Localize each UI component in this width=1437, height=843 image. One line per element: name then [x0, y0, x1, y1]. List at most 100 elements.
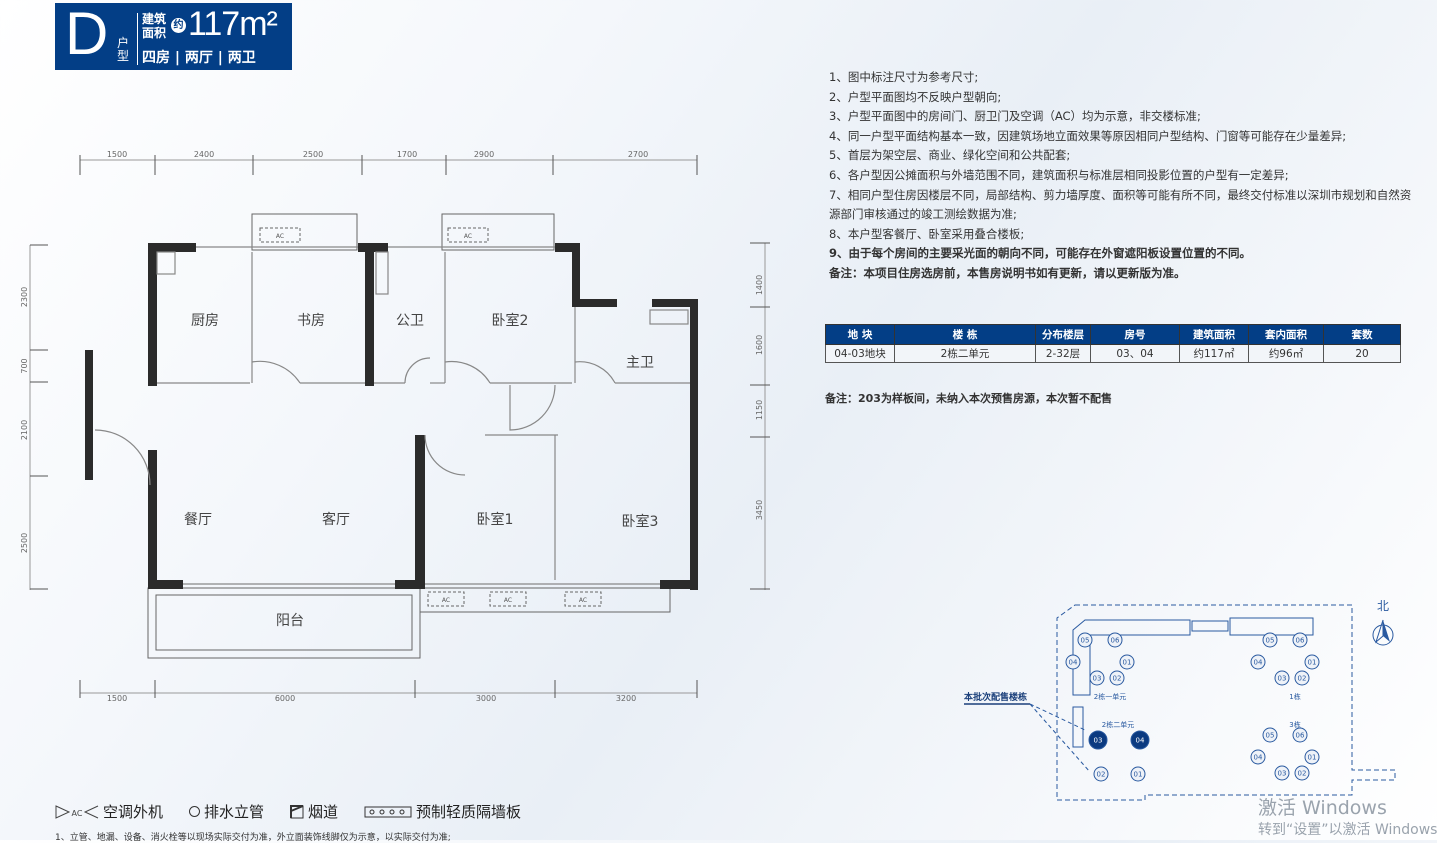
area-value: 117m²	[188, 5, 278, 43]
unit-marker	[1292, 632, 1308, 648]
ac-platform	[441, 213, 555, 251]
dim-left-3: 2100	[20, 420, 29, 440]
note-item: 9、由于每个房间的主要采光面的朝向不同，可能存在外窗遮阳板设置位置的不同。	[829, 246, 1251, 261]
unit-number: 06	[1296, 637, 1305, 645]
unit-number: 03	[1278, 770, 1287, 778]
drain-pipe-icon	[189, 806, 201, 817]
building-3-label: 3栋	[1289, 720, 1300, 729]
room-bedroom1: 卧室1	[477, 511, 514, 528]
unit-marker	[1077, 632, 1093, 648]
table-remark: 备注：203为样板间，未纳入本次预售房源，本次暂不配售	[825, 392, 1112, 405]
svg-text:AC: AC	[72, 809, 83, 818]
room-study: 书房	[297, 313, 325, 329]
note-item: 5、首层为架空层、商业、绿化空间和公共配套;	[829, 148, 1071, 163]
site-boundary	[1056, 604, 1396, 801]
unit-marker	[1130, 766, 1146, 782]
unit-marker	[1304, 654, 1320, 670]
ac-label: AC	[442, 597, 450, 604]
unit-number: 01	[1308, 659, 1317, 667]
unit-marker	[1109, 670, 1125, 686]
cell: 约96㎡	[1248, 344, 1324, 363]
unit-marker	[1130, 730, 1150, 750]
room-dining: 餐厅	[184, 512, 212, 528]
unit-marker	[1294, 670, 1310, 686]
unit-number: 05	[1266, 732, 1275, 740]
notes-list: 1、图中标注尺寸为参考尺寸; 2、户型平面图均不反映户型朝向; 3、户型平面图中…	[829, 68, 1429, 284]
unit-number: 04	[1254, 754, 1263, 762]
dim-top-2: 2400	[194, 150, 214, 159]
dim-right-3: 1150	[755, 400, 764, 420]
unit-number: 01	[1308, 754, 1317, 762]
dim-top-6: 2700	[628, 150, 648, 159]
walls	[85, 243, 698, 590]
unit-number: 02	[1113, 675, 1122, 683]
unit-marker	[1089, 670, 1105, 686]
note-item: 6、各户型因公摊面积与外墙范围不同，建筑面积与标准层相同投影位置的户型有一定差异…	[829, 167, 1289, 182]
unit-number: 06	[1111, 637, 1120, 645]
partition-wall-icon	[364, 806, 412, 817]
room-config: 四房 | 两厅 | 两卫	[142, 50, 256, 66]
col-header: 套内面积	[1248, 324, 1324, 345]
note-item: 2、户型平面图均不反映户型朝向;	[829, 89, 1002, 104]
callout-label: 本批次配售楼栋	[964, 691, 1027, 703]
building-2-unit1-label: 2栋一单元	[1094, 692, 1126, 701]
dim-right-1: 1400	[755, 275, 764, 295]
unit-number: 03	[1093, 675, 1102, 683]
unit-marker	[1065, 654, 1081, 670]
note-item: 1、图中标注尺寸为参考尺寸;	[829, 70, 979, 84]
dim-left-2: 700	[20, 358, 29, 373]
dim-bottom-2: 6000	[275, 694, 295, 703]
unit-marker	[1292, 727, 1308, 743]
note-item: 8、本户型客餐厅、卧室采用叠合楼板;	[829, 226, 1025, 241]
unit-number: 02	[1298, 770, 1307, 778]
room-balcony: 阳台	[276, 613, 304, 629]
area-label: 建筑面积	[142, 12, 167, 40]
unit-number: 04	[1254, 659, 1263, 667]
cell: 约117㎡	[1179, 344, 1249, 363]
dim-bottom-3: 3000	[476, 694, 496, 703]
room-living: 客厅	[322, 511, 350, 528]
unit-number: 02	[1097, 771, 1106, 779]
unit-marker	[1088, 730, 1108, 750]
unit-number: 03	[1094, 737, 1103, 745]
unit-type-label: 户型	[117, 36, 130, 63]
legend-drain-label: 排水立管	[204, 803, 265, 821]
cell: 2栋二单元	[894, 344, 1036, 363]
unit-letter: D	[65, 0, 109, 67]
unit-number: 04	[1136, 737, 1145, 745]
note-item: 7、相同户型住房因楼层不同，局部结构、剪力墙厚度、面积等可能有所不同，最终交付标…	[829, 187, 1412, 202]
dimension-lines	[29, 155, 770, 698]
north-label: 北	[1377, 599, 1389, 613]
unit-marker	[1250, 749, 1266, 765]
unit-header-badge: D 户型 建筑面积 约 117m² 四房 | 两厅 | 两卫	[55, 0, 292, 70]
ac-platform	[419, 587, 671, 613]
legend-ac-label: 空调外机	[103, 803, 164, 821]
dim-right-4: 3450	[755, 500, 764, 520]
room-master-bath: 主卫	[626, 355, 654, 371]
dim-right-2: 1600	[755, 335, 764, 355]
legend-flue-label: 烟道	[308, 803, 339, 821]
note-item: 4、同一户型平面结构基本一致，因建筑场地立面效果等原因相同户型结构、门窗等可能存…	[829, 128, 1347, 143]
balcony-outline	[147, 587, 421, 659]
footnote: 1、立管、地漏、设备、消火栓等以现场实际交付为准，外立面装饰线脚仅为示意，以实际…	[55, 833, 451, 843]
unit-number: 05	[1081, 637, 1090, 645]
ac-label: AC	[579, 597, 587, 604]
col-header: 地 块	[825, 324, 895, 345]
dim-top-1: 1500	[107, 150, 127, 159]
note-remark: 备注：本项目住房选房前，本售房说明书如有更新，请以更新版为准。	[829, 265, 1186, 280]
ac-label: AC	[504, 597, 512, 604]
dim-top-3: 2500	[303, 150, 323, 159]
unit-marker	[1119, 654, 1135, 670]
table-row: 04-03地块 2栋二单元 2-32层 03、04 约117㎡ 约96㎡ 20	[825, 344, 1401, 363]
unit-number: 01	[1134, 771, 1143, 779]
windows-activation-watermark: 激活 Windows	[1258, 797, 1387, 819]
cell: 03、04	[1090, 344, 1180, 363]
flue-icon	[290, 804, 304, 818]
divider	[137, 13, 138, 65]
cell: 04-03地块	[825, 344, 895, 363]
col-header: 套数	[1323, 324, 1401, 345]
unit-marker	[1294, 765, 1310, 781]
note-item: 3、户型平面图中的房间门、厨卫门及空调（AC）均为示意，非交楼标准;	[829, 109, 1201, 124]
unit-number: 05	[1266, 637, 1275, 645]
dim-left-4: 2500	[20, 533, 29, 553]
